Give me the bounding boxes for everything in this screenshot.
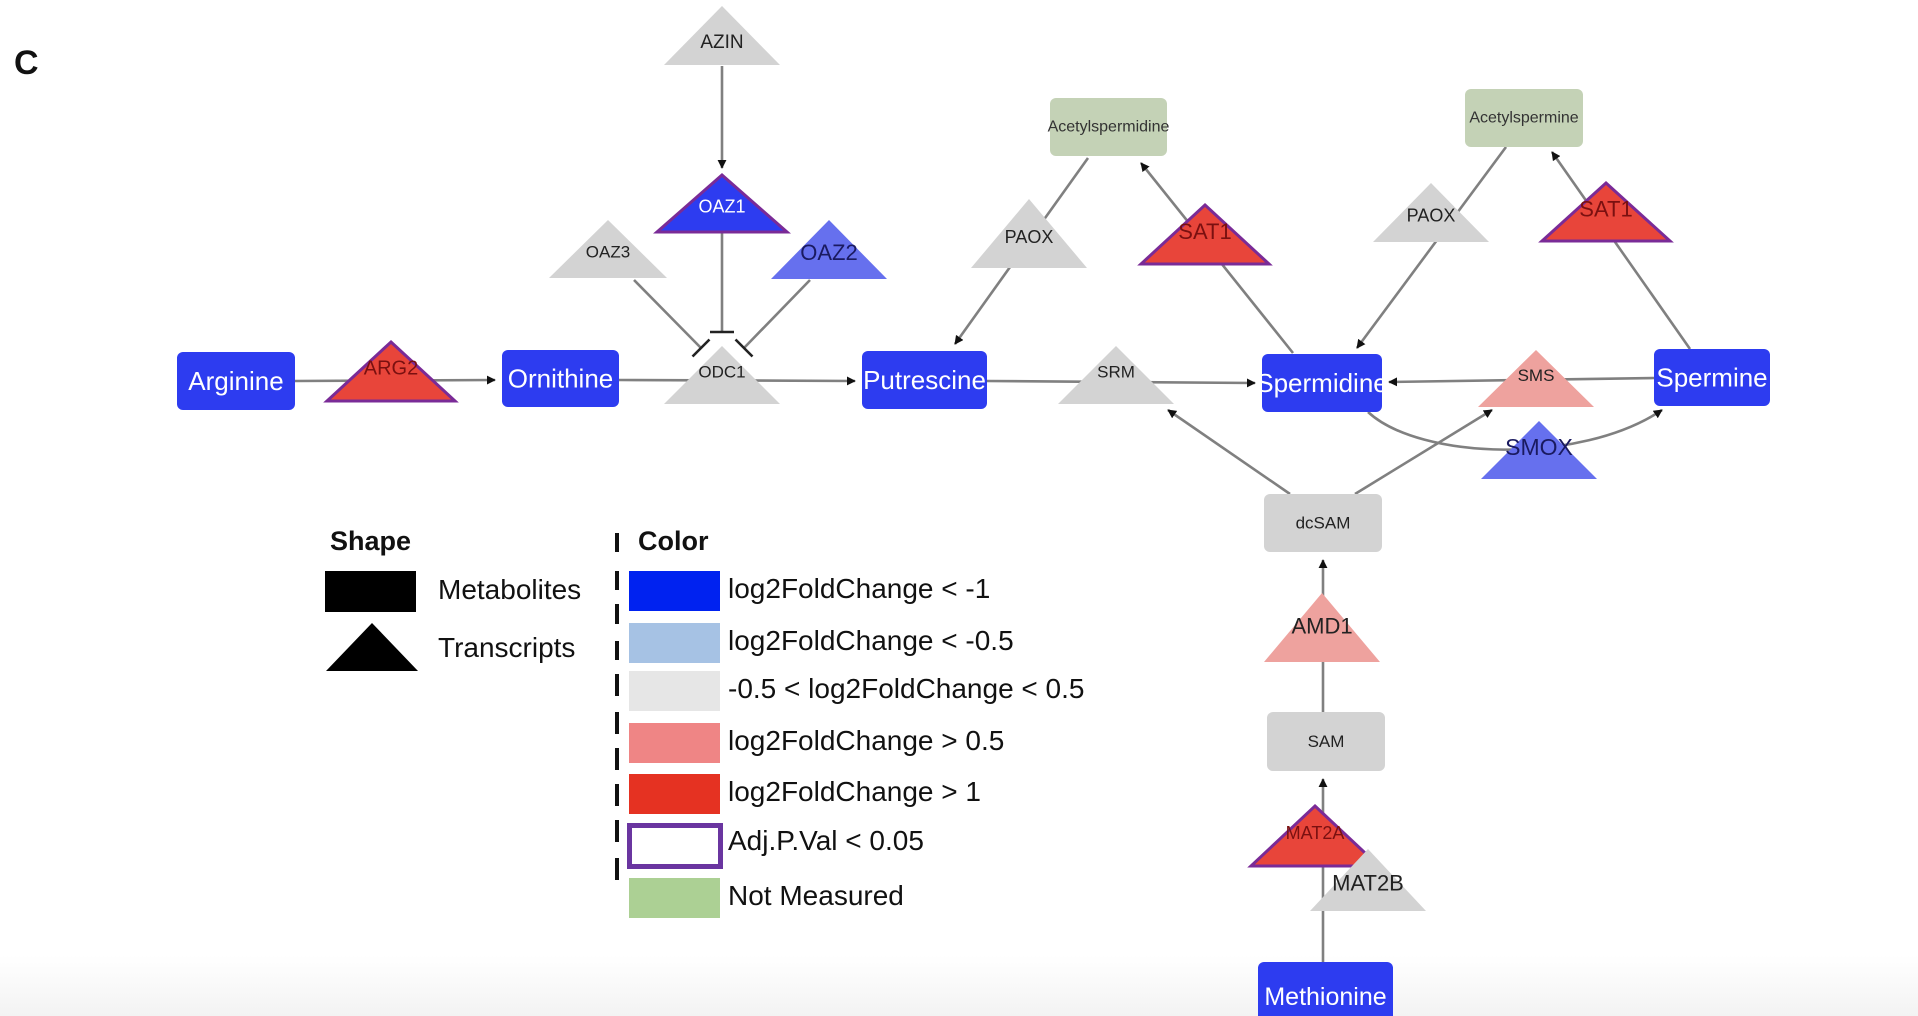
sat1_a-transcript-triangle [1137,202,1273,266]
node-label: SAM [1308,732,1345,751]
srm-transcript-triangle [1058,346,1174,404]
node-label: ODC1 [698,363,745,382]
node-dcsam[interactable]: dcSAM [1264,494,1382,552]
node-label: PAOX [1005,227,1054,247]
node-label: Arginine [188,366,283,396]
node-amd1[interactable]: AMD1 [1264,593,1380,662]
node-paox2[interactable]: PAOX [1373,183,1489,242]
edge-spermidine-spermine-smox [1367,408,1663,451]
acetylspermidine-metabolite-box [1050,98,1167,156]
smox-transcript-triangle [1481,421,1597,479]
node-methionine[interactable]: Methionine [1258,962,1393,1016]
node-label: AMD1 [1291,614,1352,639]
paox1-transcript-triangle [971,199,1087,268]
node-putrescine[interactable]: Putrescine [862,351,987,409]
node-sam[interactable]: SAM [1267,712,1385,771]
putrescine-metabolite-box [862,351,987,409]
paox2-transcript-triangle [1373,183,1489,242]
node-paox1[interactable]: PAOX [971,199,1087,268]
node-label: MAT2B [1332,871,1404,896]
node-smox[interactable]: SMOX [1481,421,1597,479]
node-label: SRM [1097,363,1135,382]
spermine-metabolite-box [1654,349,1770,406]
oaz3-transcript-triangle [549,220,667,278]
node-sat1-b[interactable]: SAT1 [1538,180,1674,243]
acetylspermine-metabolite-box [1465,89,1583,147]
odc1-transcript-triangle [664,346,780,404]
node-acetylspermidine[interactable]: Acetylspermidine [1048,98,1170,156]
node-label: SMOX [1505,434,1573,460]
dcsam-metabolite-box [1264,494,1382,552]
node-label: Acetylspermidine [1048,119,1170,136]
node-label: SAT1 [1579,197,1632,222]
azin-transcript-triangle [664,6,780,65]
node-label: OAZ2 [800,240,857,265]
node-azin[interactable]: AZIN [664,6,780,65]
inhibit-bar-oaz2-odc1 [734,338,754,358]
sam-metabolite-box [1267,712,1385,771]
node-label: SAT1 [1178,219,1231,244]
sat1_b-transcript-triangle [1538,180,1674,243]
node-label: dcSAM [1296,514,1351,533]
node-label: Putrescine [863,365,986,395]
node-arg2[interactable]: ARG2 [323,339,459,403]
node-oaz1[interactable]: OAZ1 [653,173,791,234]
node-mat2b[interactable]: MAT2B [1310,849,1426,911]
edge-dcsam-srm [1167,408,1291,496]
node-odc1[interactable]: ODC1 [664,346,780,404]
oaz1-transcript-triangle [653,173,791,234]
methionine-metabolite-box [1258,962,1393,1016]
mat2b-transcript-triangle [1310,849,1426,911]
node-oaz2[interactable]: OAZ2 [771,220,887,279]
node-label: OAZ3 [586,242,630,261]
arg2-transcript-triangle [323,339,459,403]
node-spermine[interactable]: Spermine [1654,349,1770,406]
node-label: MAT2A [1286,823,1345,843]
node-mat2a[interactable]: MAT2A [1247,803,1383,868]
node-spermidine[interactable]: Spermidine [1256,354,1388,412]
edge-dcsam-sms [1354,408,1493,496]
node-sat1-a[interactable]: SAT1 [1137,202,1273,266]
edge-oaz2-odc1 [743,279,811,349]
oaz2-transcript-triangle [771,220,887,279]
node-arginine[interactable]: Arginine [177,352,295,410]
node-label: Acetylspermine [1469,110,1578,127]
node-label: AZIN [700,32,743,53]
node-label: Methionine [1264,983,1386,1011]
edges-layer [294,66,1692,962]
node-srm[interactable]: SRM [1058,346,1174,404]
edge-spermine-acetylspermine [1550,151,1692,350]
node-label: Spermine [1656,363,1767,393]
node-label: ARG2 [364,358,418,380]
edge-acetylspermine-spermidine [1355,146,1508,349]
mat2a-transcript-triangle [1247,803,1383,868]
node-label: PAOX [1407,205,1456,225]
node-sms[interactable]: SMS [1478,350,1594,407]
arginine-metabolite-box [177,352,295,410]
amd1-transcript-triangle [1264,593,1380,662]
node-label: Ornithine [508,364,614,394]
sms-transcript-triangle [1478,350,1594,407]
node-label: SMS [1518,366,1555,385]
node-label: OAZ1 [698,196,745,216]
node-label: Spermidine [1256,368,1388,398]
node-acetylspermine[interactable]: Acetylspermine [1465,89,1583,147]
node-oaz3[interactable]: OAZ3 [549,220,667,278]
spermidine-metabolite-box [1262,354,1382,412]
inhibit-bar-oaz3-odc1 [691,338,711,358]
node-ornithine[interactable]: Ornithine [502,350,619,407]
edge-oaz3-odc1 [633,279,702,349]
ornithine-metabolite-box [502,350,619,407]
panel-label: C [14,44,39,82]
